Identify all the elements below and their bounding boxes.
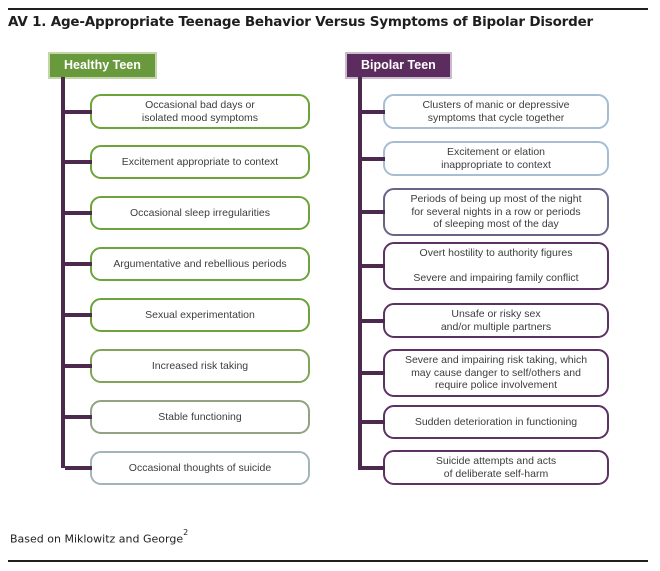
healthy-item-box: Argumentative and rebellious periods	[65, 247, 310, 281]
bipolar-item-box: Severe and impairing risk taking, which …	[358, 349, 609, 397]
source-note: Based on Miklowitz and George2	[10, 528, 189, 546]
healthy-item-box: Increased risk taking	[65, 349, 310, 383]
healthy-item-box: Sexual experimentation	[65, 298, 310, 332]
healthy-item-box: Occasional bad days or isolated mood sym…	[65, 94, 310, 129]
bipolar-item-box: Overt hostility to authority figures Sev…	[358, 242, 609, 290]
healthy-item-box: Stable functioning	[65, 400, 310, 434]
healthy-item-box: Excitement appropriate to context	[65, 145, 310, 179]
bipolar-teen-column: Bipolar Teen Clusters of manic or depres…	[345, 52, 612, 522]
healthy-teen-column: Healthy Teen Occasional bad days or isol…	[48, 52, 314, 522]
bipolar-item-box: Clusters of manic or depressive symptoms…	[358, 94, 609, 129]
bottom-rule	[8, 560, 648, 562]
bipolar-connector-line	[358, 77, 362, 468]
bipolar-item-box: Excitement or elation inappropriate to c…	[358, 141, 609, 176]
healthy-connector-line	[61, 77, 65, 468]
source-note-text: Based on Miklowitz and George	[10, 532, 184, 546]
bipolar-teen-header: Bipolar Teen	[345, 52, 452, 79]
bipolar-item-box: Sudden deterioration in functioning	[358, 405, 609, 439]
healthy-item-box: Occasional sleep irregularities	[65, 196, 310, 230]
bipolar-item-box: Suicide attempts and acts of deliberate …	[358, 450, 609, 485]
source-note-superscript: 2	[183, 528, 189, 537]
healthy-teen-header: Healthy Teen	[48, 52, 157, 79]
healthy-item-box: Occasional thoughts of suicide	[65, 451, 310, 485]
figure-title: AV 1. Age-Appropriate Teenage Behavior V…	[8, 14, 594, 30]
bipolar-item-box: Unsafe or risky sex and/or multiple part…	[358, 303, 609, 338]
bipolar-item-box: Periods of being up most of the night fo…	[358, 188, 609, 236]
top-rule	[8, 8, 648, 10]
